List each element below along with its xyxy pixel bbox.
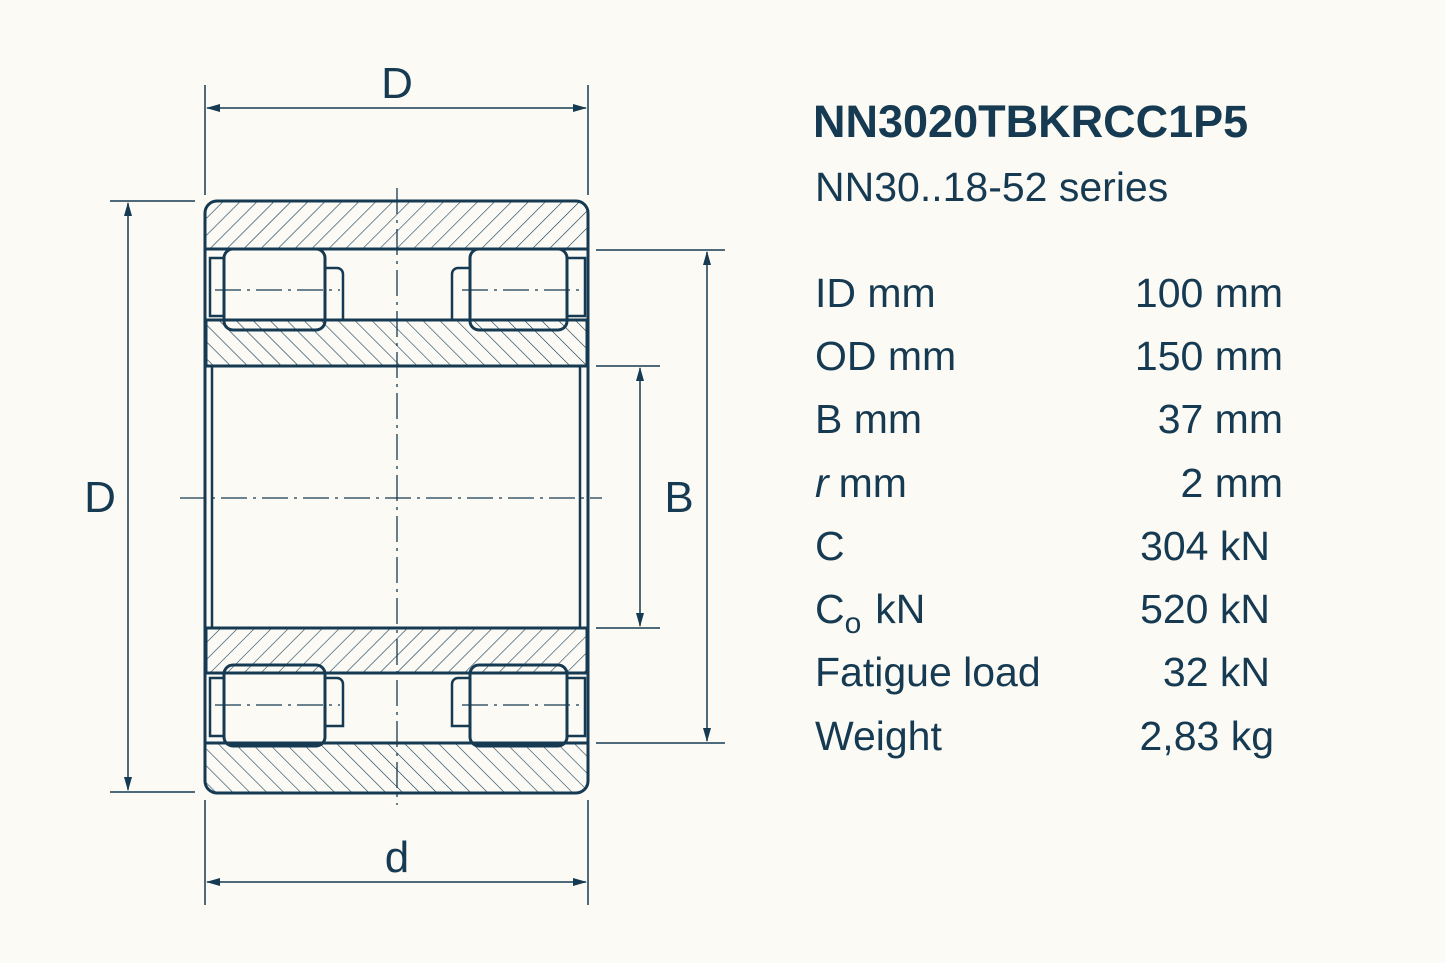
spec-value: 37 mm	[1158, 396, 1283, 442]
spec-label: ID mm	[815, 270, 936, 316]
outer-ring-top	[206, 202, 587, 249]
dimension-label-bottom: d	[385, 833, 409, 882]
series-subtitle: NN30..18-52 series	[815, 164, 1168, 210]
spec-value: 520 kN	[1140, 586, 1270, 632]
spec-label-italic: r	[815, 460, 831, 506]
spec-label: B mm	[815, 396, 922, 442]
spec-label-main: C	[815, 586, 845, 632]
dimension-lines	[110, 85, 725, 905]
spec-value: 150 mm	[1135, 333, 1283, 379]
spec-label-unit: mm	[839, 460, 907, 506]
bearing-cross-section	[180, 188, 602, 805]
dimension-label-right: B	[664, 473, 693, 522]
spec-value: 100 mm	[1135, 270, 1283, 316]
spec-label: Weight	[815, 713, 942, 759]
spec-label: OD mm	[815, 333, 956, 379]
spec-value: 2,83 kg	[1140, 713, 1275, 759]
spec-value: 32 kN	[1163, 649, 1270, 695]
spec-label-subscript: o	[845, 607, 862, 640]
spec-value: 2 mm	[1181, 460, 1284, 506]
dimension-label-left: D	[84, 473, 116, 522]
spec-label: C	[815, 523, 845, 569]
spec-value: 304 kN	[1140, 523, 1270, 569]
dimension-label-top: D	[381, 59, 413, 108]
roller-row-bottom	[208, 663, 587, 748]
spec-label: Fatigue load	[815, 649, 1041, 695]
part-number-title: NN3020TBKRCC1P5	[813, 96, 1248, 147]
spec-label-unit: kN	[875, 586, 925, 632]
roller-row-top	[208, 247, 587, 332]
